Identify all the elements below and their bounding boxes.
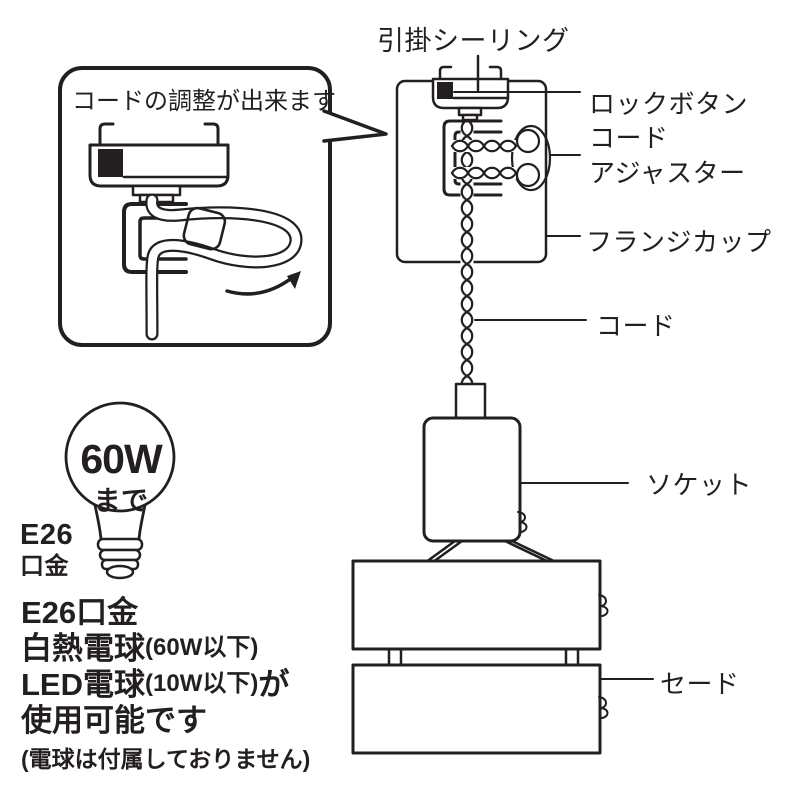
note-line-1: E26口金 — [21, 594, 310, 630]
note-line4-text: 使用可能です — [21, 702, 207, 738]
label-cord: コード — [596, 311, 676, 341]
bulb-base-line1: E26 — [20, 519, 74, 551]
note-line3-suffix: が — [258, 666, 290, 702]
cord-loop-drawing — [510, 124, 552, 192]
note-line-4: 使用可能です — [21, 702, 310, 738]
bulb-limit-text: まで — [93, 486, 149, 516]
bulb-wattage-text: 60W — [80, 436, 162, 482]
label-flange-cup: フランジカップ — [586, 227, 772, 257]
note-line-5: (電球は付属しておりません) — [21, 741, 310, 777]
cord-adjuster-drawing — [442, 119, 503, 197]
usage-notes: E26口金 白熱電球 (60W以下) LED電球 (10W以下) が 使用可能で… — [21, 594, 310, 777]
note-line5-text: (電球は付属しておりません) — [21, 745, 311, 772]
label-cord-adjuster-line1: コード — [589, 123, 669, 153]
label-hanging-ceiling: 引掛シーリング — [377, 26, 570, 56]
hanging-ceiling-drawing — [431, 54, 510, 122]
note-line2-main: 白熱電球 — [21, 630, 145, 666]
note-line3-paren: (10W以下) — [145, 670, 259, 697]
lock-button-mini-drawing — [98, 149, 123, 177]
bulb-drawing — [64, 401, 176, 580]
label-socket: ソケット — [646, 470, 753, 500]
note-line1-text: E26口金 — [21, 594, 139, 630]
label-lock-button: ロックボタン — [589, 89, 749, 119]
socket-drawing — [422, 382, 558, 564]
label-shade: セード — [660, 669, 740, 699]
adjust-arrow-icon — [225, 275, 295, 296]
bulb-base-line2: 口金 — [20, 553, 69, 580]
callout-text: コードの調整が出来ます — [72, 87, 336, 115]
cord-drawing — [460, 118, 474, 394]
shade-drawing — [351, 559, 609, 755]
note-line-2: 白熱電球 (60W以下) — [21, 630, 310, 666]
bulb-base-text: E26 口金 — [20, 521, 73, 579]
cord-horizontal-drawing — [450, 139, 518, 180]
note-line2-paren: (60W以下) — [145, 634, 259, 661]
label-cord-adjuster-line2: アジャスター — [589, 158, 746, 188]
label-cord-adjuster: コード アジャスター — [589, 121, 746, 191]
callout-bubble-drawing — [58, 66, 388, 347]
note-line-3: LED電球 (10W以下) が — [21, 666, 310, 702]
lock-button-drawing — [437, 82, 453, 99]
leader-lines — [453, 91, 654, 680]
note-line3-main: LED電球 — [21, 666, 145, 702]
